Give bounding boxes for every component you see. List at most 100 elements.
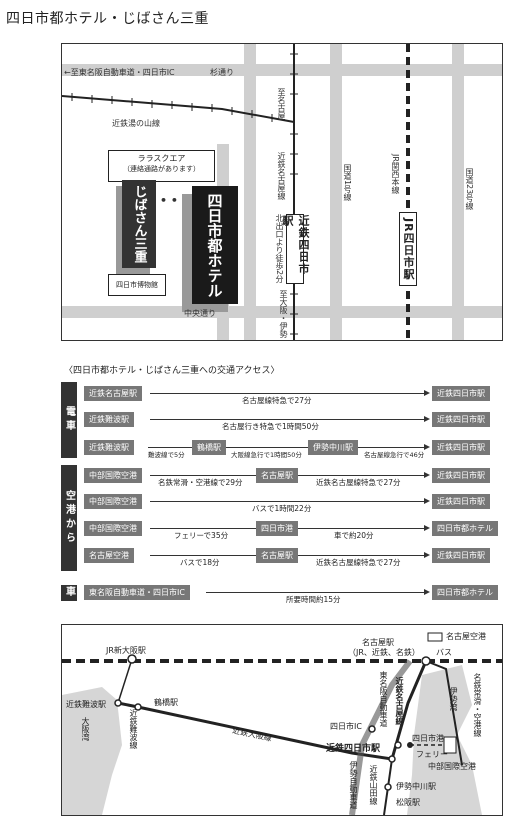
ise-nakagawa-label: 伊勢中川駅 <box>396 782 436 791</box>
row5-arrow <box>424 525 430 531</box>
jr-shin-osaka-label: JR新大阪駅 <box>106 646 146 655</box>
national-route1-label: 国道1号線 <box>343 164 352 202</box>
to-nagoya-label: 至名古屋 <box>277 88 286 120</box>
row2-line <box>148 447 428 448</box>
map-lines <box>62 44 410 340</box>
row6-stop1: 名古屋駅 <box>256 548 298 563</box>
row3-arrow <box>424 472 430 478</box>
row4-line <box>150 501 428 502</box>
row0-to: 近鉄四日市駅 <box>432 386 490 401</box>
row7-from: 東名阪自動車道・四日市IC <box>84 585 190 600</box>
to-osaka-label: 至大阪・伊勢 <box>279 290 288 338</box>
route-lines <box>62 632 502 815</box>
row1-arrow <box>424 416 430 422</box>
ferry-label: フェリー <box>416 750 448 759</box>
row6-to: 近鉄四日市駅 <box>432 548 490 563</box>
jr-kansai-line-label: JR関西本線 <box>391 154 400 194</box>
lalasquare-label: ララスクエア <box>137 154 186 163</box>
ise-bay-label: 伊勢湾 <box>449 687 458 711</box>
jibasan-building: じばさん三重 <box>122 180 156 268</box>
row5-to: 四日市都ホテル <box>432 521 498 536</box>
nagoya-station-sub: （JR、近鉄、名鉄） <box>348 648 420 657</box>
higashi-meihan-label: 東名阪自動車道 <box>379 671 388 727</box>
train-side-label: 電車 <box>61 382 77 458</box>
row3-to: 近鉄四日市駅 <box>432 468 490 483</box>
row5-stop1: 四日市港 <box>256 521 298 536</box>
kintetsu-yokkaichi-label: 近鉄四日市駅 <box>326 744 381 754</box>
row1-to: 近鉄四日市駅 <box>432 412 490 427</box>
row4-from: 中部国際空港 <box>84 494 142 509</box>
row7-arrow <box>424 589 430 595</box>
row7-mid: 所要時間約15分 <box>286 595 341 604</box>
row6-seg1: バスで18分 <box>180 558 220 567</box>
nagoya-airport-label: 名古屋空港 <box>446 632 486 641</box>
nagoya-station-label: 名古屋駅 <box>362 638 394 647</box>
yunagare-label: 杉通り <box>210 68 234 77</box>
yunoyama-line-label: 近鉄湯の山線 <box>112 119 160 128</box>
row2-from: 近鉄難波駅 <box>84 440 134 455</box>
namba-label: 近鉄難波駅 <box>66 700 106 709</box>
row3-seg2: 近鉄名古屋線特急で27分 <box>316 478 401 487</box>
meitetsu-line-label: 名鉄常滑・空港線 <box>473 673 482 737</box>
row0-mid: 名古屋線特急で27分 <box>242 396 312 405</box>
row6-from: 名古屋空港 <box>84 548 134 563</box>
national-route23-label: 国道23号線 <box>465 168 474 211</box>
row7-to: 四日市都ホテル <box>432 585 498 600</box>
row5-seg1: フェリーで35分 <box>174 531 229 540</box>
row2-seg1: 難波線で5分 <box>148 451 185 459</box>
row5-seg2: 車で約20分 <box>334 531 374 540</box>
jr-station-box: JR四日市駅 <box>399 212 417 286</box>
namba-line-label: 近鉄難波線 <box>129 709 138 749</box>
row0-line <box>150 393 428 394</box>
car-side-label: 車 <box>61 585 77 601</box>
row1-line <box>150 419 428 420</box>
chuo-dori-label: 中央通り <box>184 309 216 318</box>
row7-line <box>206 592 428 593</box>
row6-seg2: 近鉄名古屋線特急で27分 <box>316 558 401 567</box>
kintetsu-yamada-label: 近鉄山田線 <box>369 765 378 805</box>
road-top <box>62 64 502 76</box>
tsuruhashi-label: 鶴橋駅 <box>154 698 178 707</box>
row4-arrow <box>424 498 430 504</box>
row0-from: 近鉄名古屋駅 <box>84 386 142 401</box>
route-map: 名古屋空港 JR新大阪駅 名古屋駅 （JR、近鉄、名鉄） バス 名鉄常滑・空港線… <box>61 624 503 816</box>
connecting-passage-label: （連絡通路があります） <box>123 165 200 173</box>
row2-to: 近鉄四日市駅 <box>432 440 490 455</box>
airport-side-label: 空港から <box>61 465 77 571</box>
page-title: 四日市都ホテル・じばさん三重 <box>6 11 209 27</box>
kintetsu-station-box: 近鉄四日市駅 <box>281 214 310 284</box>
centrair-label: 中部国際空港 <box>428 762 476 771</box>
row1-mid: 名古屋行き特急で1時間50分 <box>222 422 319 431</box>
hotel-building: 四日市都ホテル <box>192 186 238 304</box>
row5-from: 中部国際空港 <box>84 521 142 536</box>
row2-stop2: 伊勢中川駅 <box>308 440 358 455</box>
yokkaichi-ic-label: 四日市IC <box>330 722 362 731</box>
row6-arrow <box>424 552 430 558</box>
road-v1 <box>244 44 256 340</box>
row4-mid: バスで1時間22分 <box>252 504 312 513</box>
bus-label: バス <box>436 648 452 657</box>
kintetsu-nagoya-line-label: 近鉄名古屋線 <box>277 152 286 200</box>
road-chuo <box>62 306 502 318</box>
road-national1 <box>330 44 342 340</box>
passage-dots: • • • • <box>160 194 200 207</box>
lalasquare-box: ララスクエア （連絡通路があります） <box>108 150 215 182</box>
yokkaichi-port-label: 四日市港 <box>412 734 444 743</box>
row3-seg1: 名鉄常滑・空港線で29分 <box>158 478 243 487</box>
row3-stop1: 名古屋駅 <box>256 468 298 483</box>
row3-from: 中部国際空港 <box>84 468 142 483</box>
row2-seg3: 名古屋線急行で46分 <box>364 451 425 459</box>
row2-arrow <box>424 444 430 450</box>
ise-expressway-label: 伊勢自動車道 <box>349 761 358 809</box>
access-section-title: 〈四日市都ホテル・じばさん三重への交通アクセス〉 <box>64 366 280 376</box>
kintetsu-nagoya-label: 近鉄名古屋線 <box>395 677 404 725</box>
row4-to: 近鉄四日市駅 <box>432 494 490 509</box>
road-national23 <box>452 44 464 340</box>
highway-label: ←至東名阪自動車道・四日市IC <box>64 68 175 77</box>
row1-from: 近鉄難波駅 <box>84 412 134 427</box>
kitaguchi-label: 北出口より徒歩2分 <box>275 214 284 284</box>
museum-box: 四日市博物館 <box>108 274 166 296</box>
area-map: ←至東名阪自動車道・四日市IC 杉通り 近鉄湯の山線 至名古屋 近鉄名古屋線 国… <box>61 43 503 341</box>
osaka-bay-label: 大阪湾 <box>81 717 90 741</box>
matsusaka-label: 松阪駅 <box>396 798 420 807</box>
